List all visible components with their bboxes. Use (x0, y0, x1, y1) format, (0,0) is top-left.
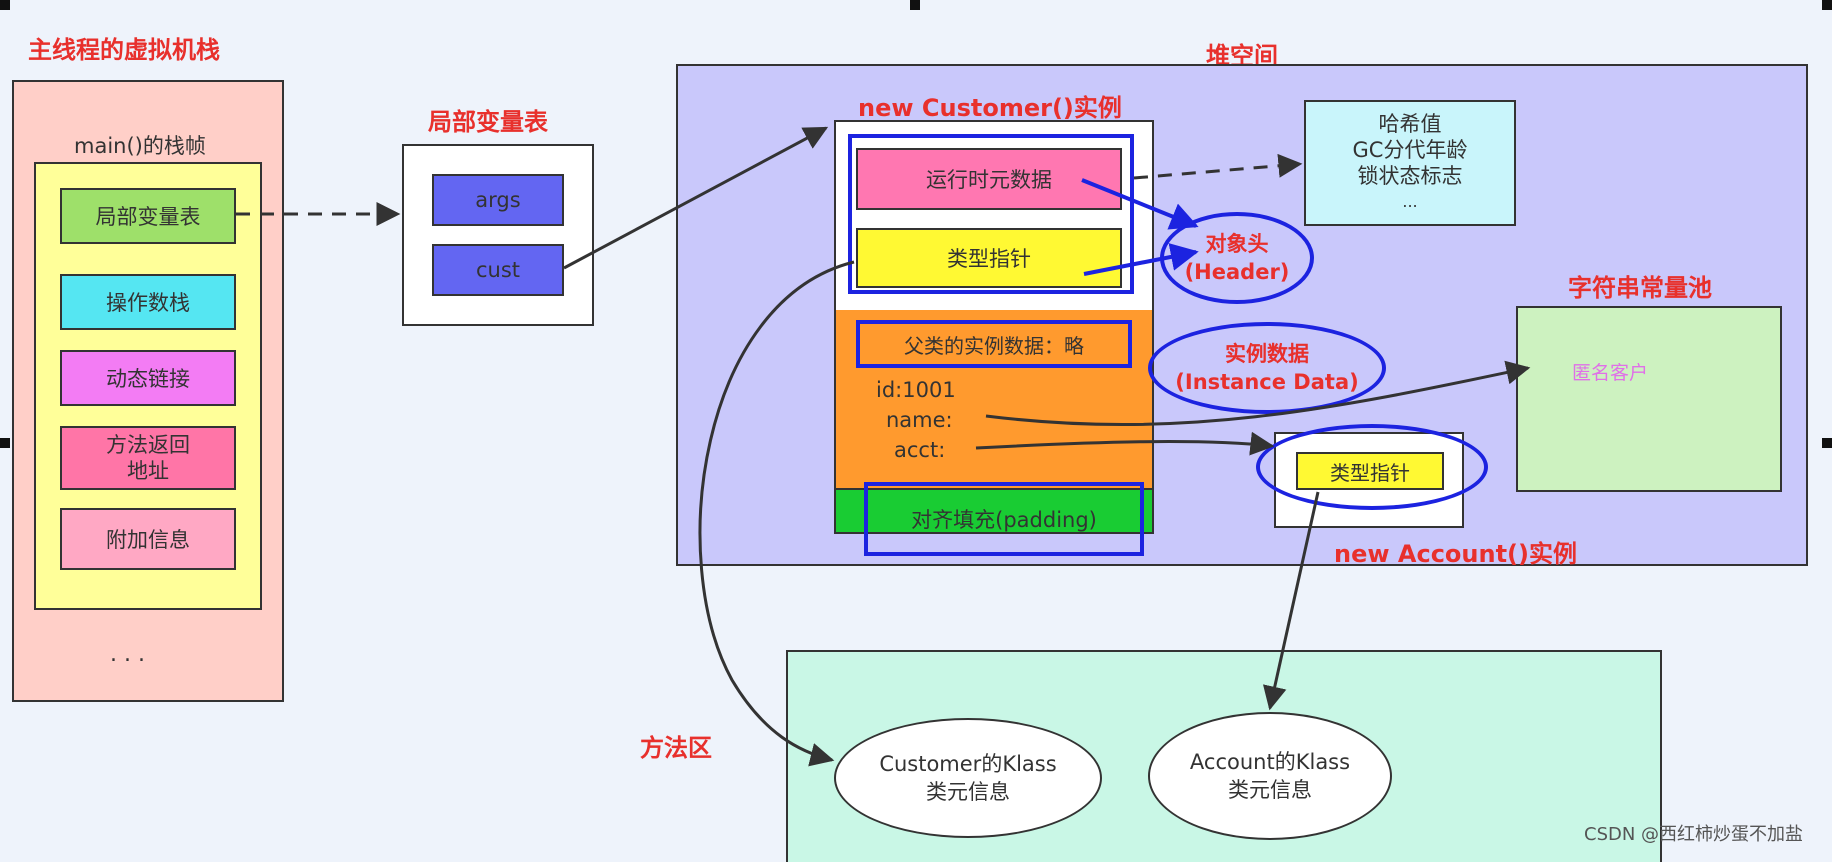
account-klass[interactable]: Account的Klass 类元信息 (1148, 712, 1392, 840)
field-id: id:1001 (876, 378, 956, 402)
meta-ellipsis: ... (1402, 192, 1418, 211)
meta-hash: 哈希值 (1378, 112, 1442, 136)
instance-data-region (836, 310, 1152, 488)
parent-data-cell[interactable]: 父类的实例数据：略 (856, 320, 1132, 368)
header-highlight (848, 134, 1134, 294)
arrow-acct-to-account (975, 431, 1275, 456)
selection-handle-top-right[interactable] (1822, 0, 1832, 10)
watermark: CSDN @西红柿炒蛋不加盐 (1584, 824, 1804, 845)
selection-handle-mid-right[interactable] (1822, 438, 1832, 448)
header-label: 对象头 (Header) (1184, 232, 1290, 284)
account-type-pointer-ellipse (1256, 424, 1488, 510)
stack-item-operand-stack[interactable]: 操作数栈 (60, 274, 236, 330)
locals-title: 局部变量表 (428, 108, 548, 136)
selection-handle-top-center[interactable] (910, 0, 920, 10)
customer-klass[interactable]: Customer的Klass 类元信息 (834, 718, 1102, 838)
arrow-meta-to-details (1133, 153, 1303, 180)
account-type-pointer-cell[interactable]: 类型指针 (1296, 452, 1444, 490)
padding-region (836, 488, 1152, 532)
frame-title: main()的栈帧 (74, 134, 206, 158)
arrow-name-to-string (985, 360, 1531, 427)
meta-lock-flag: 锁状态标志 (1357, 164, 1463, 188)
stack-item-dynamic-link[interactable]: 动态链接 (60, 350, 236, 406)
arrow-type-to-customer-klass (698, 260, 855, 767)
meta-gc-age: GC分代年龄 (1352, 138, 1468, 162)
main-frame: 局部变量表 操作数栈 动态链接 方法返回 地址 附加信息 (34, 162, 262, 610)
arrow-type-to-header (1083, 243, 1199, 276)
field-name: name: (886, 408, 953, 432)
stack-item-return-address[interactable]: 方法返回 地址 (60, 426, 236, 490)
padding-cell[interactable]: 对齐填充(padding) (864, 482, 1144, 556)
field-acct: acct: (894, 438, 946, 462)
account-instance-title: new Account()实例 (1334, 540, 1577, 568)
arrow-meta-to-header (1081, 178, 1199, 230)
method-area-title: 方法区 (640, 734, 712, 762)
customer-instance-title: new Customer()实例 (858, 94, 1122, 122)
customer-klass-label: Customer的Klass 类元信息 (879, 752, 1057, 804)
vm-stack: main()的栈帧 局部变量表 操作数栈 动态链接 方法返回 地址 附加信息 .… (12, 80, 284, 702)
selection-handle-top-left[interactable] (0, 0, 10, 10)
stack-item-local-vars[interactable]: 局部变量表 (60, 188, 236, 244)
string-anonymous-customer: 匿名客户 (1572, 362, 1649, 384)
metadata-details: 哈希值 GC分代年龄 锁状态标志 ... (1304, 100, 1516, 226)
stack-item-extra-info[interactable]: 附加信息 (60, 508, 236, 570)
instance-data-ellipse: 实例数据 (Instance Data) (1148, 322, 1386, 414)
slot-cust[interactable]: cust (432, 244, 564, 296)
string-pool-title: 字符串常量池 (1568, 274, 1712, 302)
instance-data-label: 实例数据 (Instance Data) (1175, 342, 1359, 394)
type-pointer-cell[interactable]: 类型指针 (856, 228, 1122, 288)
arrow-account-to-klass (1262, 491, 1320, 711)
account-klass-label: Account的Klass 类元信息 (1189, 750, 1351, 802)
locals-table: args cust (402, 144, 594, 326)
stack-ellipsis: . . . (110, 642, 145, 667)
header-ellipse: 对象头 (Header) (1160, 212, 1314, 304)
string-pool: 匿名客户 (1516, 306, 1782, 492)
selection-handle-mid-left[interactable] (0, 438, 10, 448)
runtime-metadata-cell[interactable]: 运行时元数据 (856, 148, 1122, 210)
slot-args[interactable]: args (432, 174, 564, 226)
stack-title: 主线程的虚拟机栈 (28, 36, 220, 64)
arrow-cust-to-customer (563, 126, 829, 270)
